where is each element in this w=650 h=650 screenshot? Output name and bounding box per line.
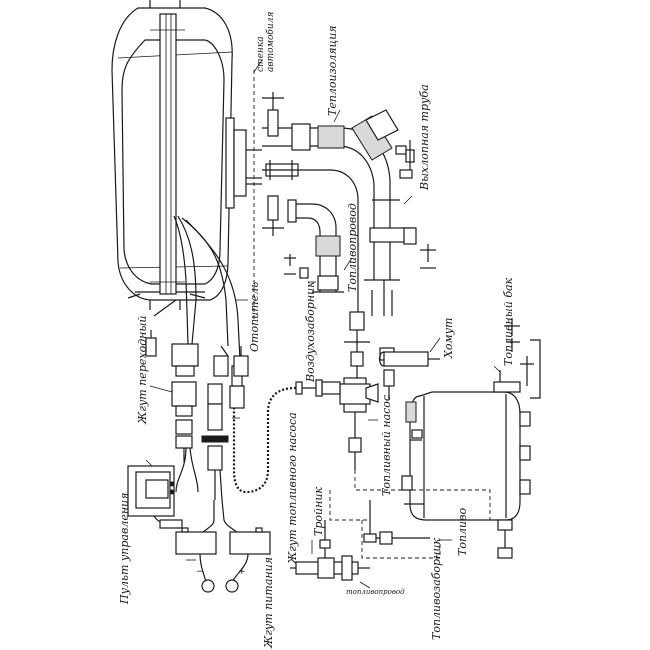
fuel-tank xyxy=(401,370,531,559)
fuel-line-top xyxy=(262,169,370,380)
fuel-pump-harness-label: Жгут топливного насоса xyxy=(286,412,299,565)
car-wall-label-1: стенка xyxy=(256,36,266,72)
fuel-line-bottom-label: топливопровод xyxy=(346,588,405,596)
heater-connectors xyxy=(171,343,249,377)
adapter-harness xyxy=(149,381,199,493)
air-intake-label: Воздухозаборник xyxy=(304,281,317,383)
control-panel xyxy=(127,465,183,529)
adapter-harness-label: Жгут переходный xyxy=(136,316,149,425)
exhaust-pipe-label: Выхлопная труба xyxy=(418,84,431,191)
mounting-flange xyxy=(225,59,263,320)
fuel-intake-label: Топливозаборник xyxy=(430,538,443,640)
fuel-intake-system xyxy=(290,470,491,581)
fuel-line-top-label: Топливопровод xyxy=(346,203,359,292)
fuel-tank-label: Топливный бак xyxy=(502,277,515,366)
fuel-pump-harness-plugs xyxy=(197,383,243,541)
heater-wires xyxy=(145,215,241,361)
power-harness xyxy=(175,527,271,593)
car-wall-label-2: автомобиля xyxy=(265,12,276,72)
air-intake-pipe xyxy=(287,199,344,293)
fuel-label: Топливо xyxy=(456,507,469,556)
fuel-pump-label: Топливный насос xyxy=(380,395,393,496)
power-harness-label: Жгут питания xyxy=(262,557,275,649)
minus-mark: − xyxy=(196,567,204,577)
plus-mark: + xyxy=(238,567,246,577)
heater-label: Отопитель xyxy=(248,282,261,352)
leader-lines xyxy=(145,109,501,589)
clamp xyxy=(378,337,441,367)
small-bolts-air xyxy=(284,254,296,275)
tank-bracket xyxy=(410,318,541,441)
thermal-insulation-label: Теплоизоляция xyxy=(326,25,339,116)
tee-label: Тройник xyxy=(312,487,325,536)
heater-unit xyxy=(111,0,233,310)
control-panel-label: Пульт управления xyxy=(118,493,131,606)
exhaust-pipe xyxy=(262,109,415,316)
clamp-label: Хомут xyxy=(442,318,455,359)
